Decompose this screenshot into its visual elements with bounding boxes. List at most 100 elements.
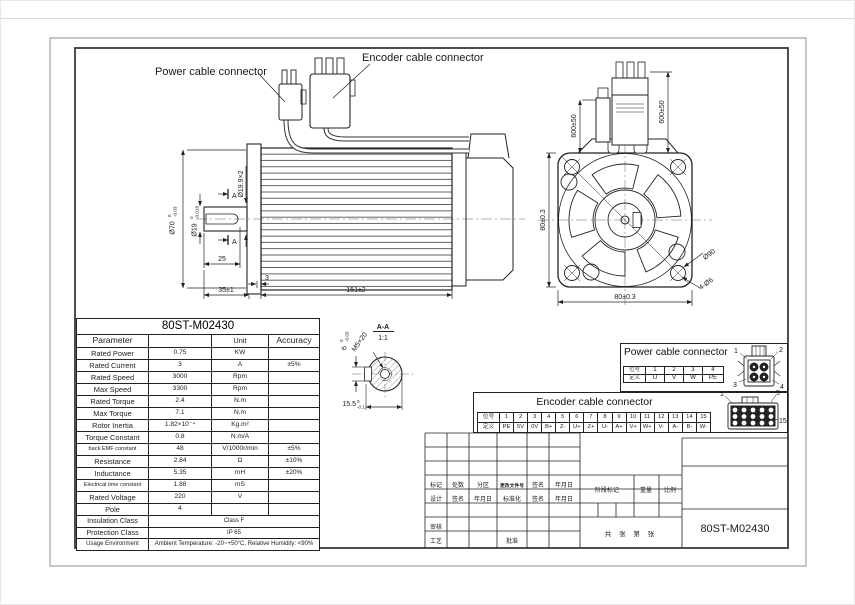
- table-cell: U+: [569, 422, 585, 433]
- table-cell: Z+: [583, 422, 599, 433]
- svg-text:0: 0: [189, 216, 194, 219]
- tb-weight: 重量: [640, 486, 652, 494]
- table-cell: 定义: [623, 374, 646, 383]
- table-cell: 6: [569, 412, 585, 423]
- table-cell: [268, 407, 320, 420]
- power-icon-pin4: 4: [780, 384, 784, 391]
- table-cell: Max Torque: [76, 407, 149, 420]
- svg-text:-0.03: -0.03: [173, 206, 178, 217]
- svg-text:0: 0: [167, 214, 172, 217]
- dim-key-width: 6 0 -0.03: [339, 331, 350, 350]
- section-view-aa: [352, 331, 414, 410]
- tb-sheet-info: 共 张 第 张: [605, 529, 657, 538]
- dim-3: 3: [265, 275, 269, 282]
- motor-front-view: [538, 61, 712, 308]
- part-number: 80ST-M02430: [700, 523, 769, 535]
- table-cell: Rotor Inertia: [76, 419, 149, 432]
- table-cell: Torque Constant: [76, 431, 149, 444]
- table-cell: 2: [664, 366, 684, 375]
- table-cell: 4: [148, 503, 212, 516]
- table-cell: ±10%: [268, 455, 320, 468]
- power-panel-title: Power cable connector: [624, 347, 728, 358]
- table-cell: W-: [695, 422, 712, 433]
- spec-header-row: Parameter Unit Accuracy: [76, 334, 320, 348]
- table-cell: 0.8: [148, 431, 212, 444]
- table-cell: KW: [211, 347, 269, 360]
- table-cell: 5V: [513, 422, 529, 433]
- dim-bolt-circle: Ø90: [702, 248, 717, 262]
- table-cell: Resistance: [76, 455, 149, 468]
- table-cell: 4: [541, 412, 557, 423]
- table-cell: 7.1: [148, 407, 212, 420]
- table-cell: V: [664, 374, 684, 383]
- table-cell: 7: [583, 412, 599, 423]
- dim-25: 25: [218, 256, 226, 263]
- table-cell: [268, 347, 320, 360]
- table-cell: V/1000r/min: [211, 443, 269, 456]
- table-cell: A: [211, 359, 269, 372]
- dim-width-80: 80±0.3: [614, 294, 635, 301]
- side-view-texts: Power cable connector Encoder cable conn…: [155, 52, 484, 294]
- thread-callout: M5×20: [351, 331, 369, 353]
- table-cell: 1.88: [148, 479, 212, 492]
- table-cell: A-: [667, 422, 683, 433]
- encoder-connector-art: [309, 57, 356, 129]
- table-cell: [268, 479, 320, 492]
- table-cell: 4: [702, 366, 724, 375]
- table-cell: 2.4: [148, 395, 212, 408]
- section-marker-a-bottom: A: [232, 239, 237, 246]
- table-cell: 9: [611, 412, 627, 423]
- tb-rev-sign: 签名: [532, 481, 544, 489]
- table-cell: Rpm: [211, 371, 269, 384]
- table-cell: 48: [148, 443, 212, 456]
- spec-table-title: 80ST-M02430: [76, 318, 320, 335]
- table-cell: 1: [645, 366, 665, 375]
- dim-cable-left: 600±50: [571, 114, 578, 137]
- svg-text:-0.018: -0.018: [195, 206, 200, 219]
- table-cell: 11: [639, 412, 655, 423]
- power-connector-art: [278, 69, 307, 121]
- table-cell: 8: [597, 412, 613, 423]
- tb-approve: 批准: [506, 537, 518, 545]
- encoder-icon-pin5: 5: [776, 390, 780, 397]
- svg-text:Ø19: Ø19: [192, 223, 199, 236]
- spec-table: 80ST-M02430 Parameter Unit Accuracy Rate…: [76, 318, 320, 551]
- tb-process: 工艺: [430, 537, 442, 545]
- table-cell: [268, 503, 320, 516]
- table-cell: 15: [695, 412, 712, 423]
- front-view-dimensions: [546, 71, 704, 306]
- table-cell: ±20%: [268, 467, 320, 480]
- table-cell: 220: [148, 491, 212, 504]
- front-connectors-art: [577, 61, 679, 154]
- power-connector-label: Power cable connector: [155, 66, 267, 78]
- table-cell: Rpm: [211, 383, 269, 396]
- table-cell: V-: [653, 422, 669, 433]
- dim-d70: Ø70 0 -0.03: [167, 206, 178, 235]
- table-cell: Electrical time constant: [76, 479, 149, 492]
- table-cell: A+: [611, 422, 627, 433]
- table-cell: Protection Class: [76, 526, 149, 539]
- tb-rev-date: 年月日: [555, 481, 573, 489]
- table-cell: Pole: [76, 503, 149, 516]
- dim-cable-right: 600±50: [659, 100, 666, 123]
- table-cell: N.m: [211, 407, 269, 420]
- section-title: A-A: [377, 324, 389, 331]
- table-cell: 3000: [148, 371, 212, 384]
- col-header-value: [148, 334, 212, 348]
- table-cell: 12: [653, 412, 669, 423]
- tb-rev-count: 处数: [452, 481, 464, 489]
- encoder-connector-icon: 1 5 15: [720, 390, 787, 430]
- table-cell: V: [211, 491, 269, 504]
- tb-design-sign: 签名: [452, 495, 464, 503]
- tb-design-date: 年月日: [474, 495, 492, 503]
